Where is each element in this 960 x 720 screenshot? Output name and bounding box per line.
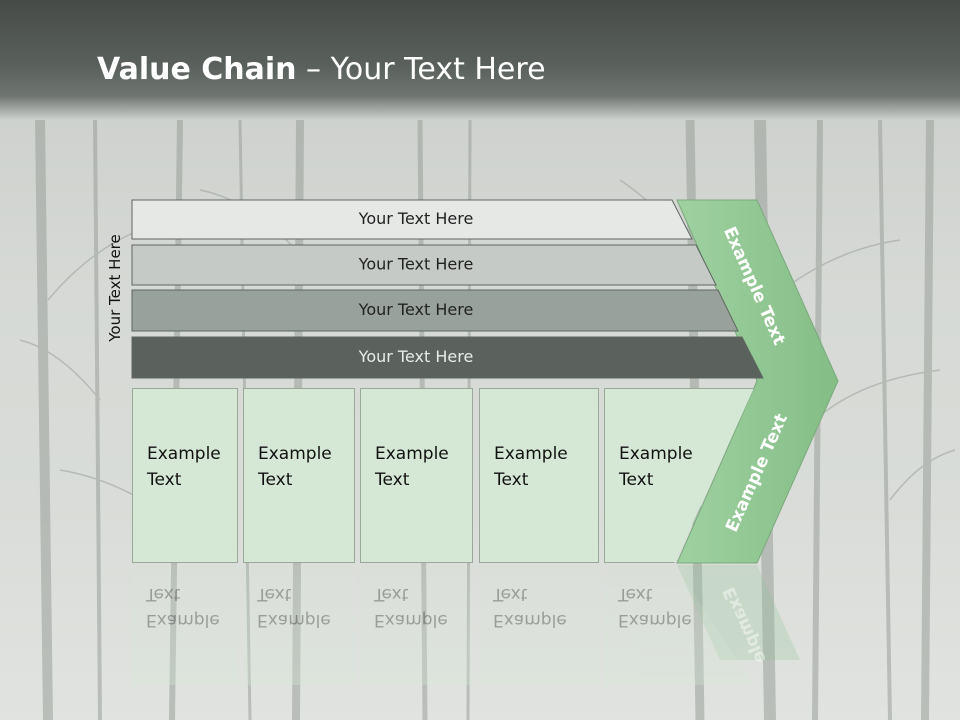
chevron-reflection [677, 565, 800, 660]
row-label-2: Your Text Here [358, 255, 474, 274]
box-text-line1: Example [494, 444, 568, 464]
box-text-line2: Text [258, 470, 293, 490]
box-text-line2: Text [619, 470, 654, 490]
row-bar-4 [131, 336, 764, 379]
box-text-line1: Example [375, 444, 449, 464]
box-text-line1: Example [258, 444, 332, 464]
row-label-3: Your Text Here [358, 300, 474, 319]
box-text-line2: Text [375, 470, 410, 490]
box-text-line1: Example [619, 444, 693, 464]
page-title: Value Chain – Your Text Here [97, 52, 546, 87]
title-bold: Value Chain [97, 52, 297, 87]
title-bar [0, 0, 960, 120]
box-text-line1: Example [147, 444, 221, 464]
row-label-4: Your Text Here [358, 347, 474, 366]
row-bar-3 [131, 289, 739, 332]
row-bar-1 [131, 199, 693, 240]
title-rest: – Your Text Here [296, 52, 546, 87]
box-text-line2: Text [147, 470, 182, 490]
row-bar-2 [131, 244, 717, 286]
box-text-line2: Text [494, 470, 529, 490]
row-label-1: Your Text Here [358, 209, 474, 228]
